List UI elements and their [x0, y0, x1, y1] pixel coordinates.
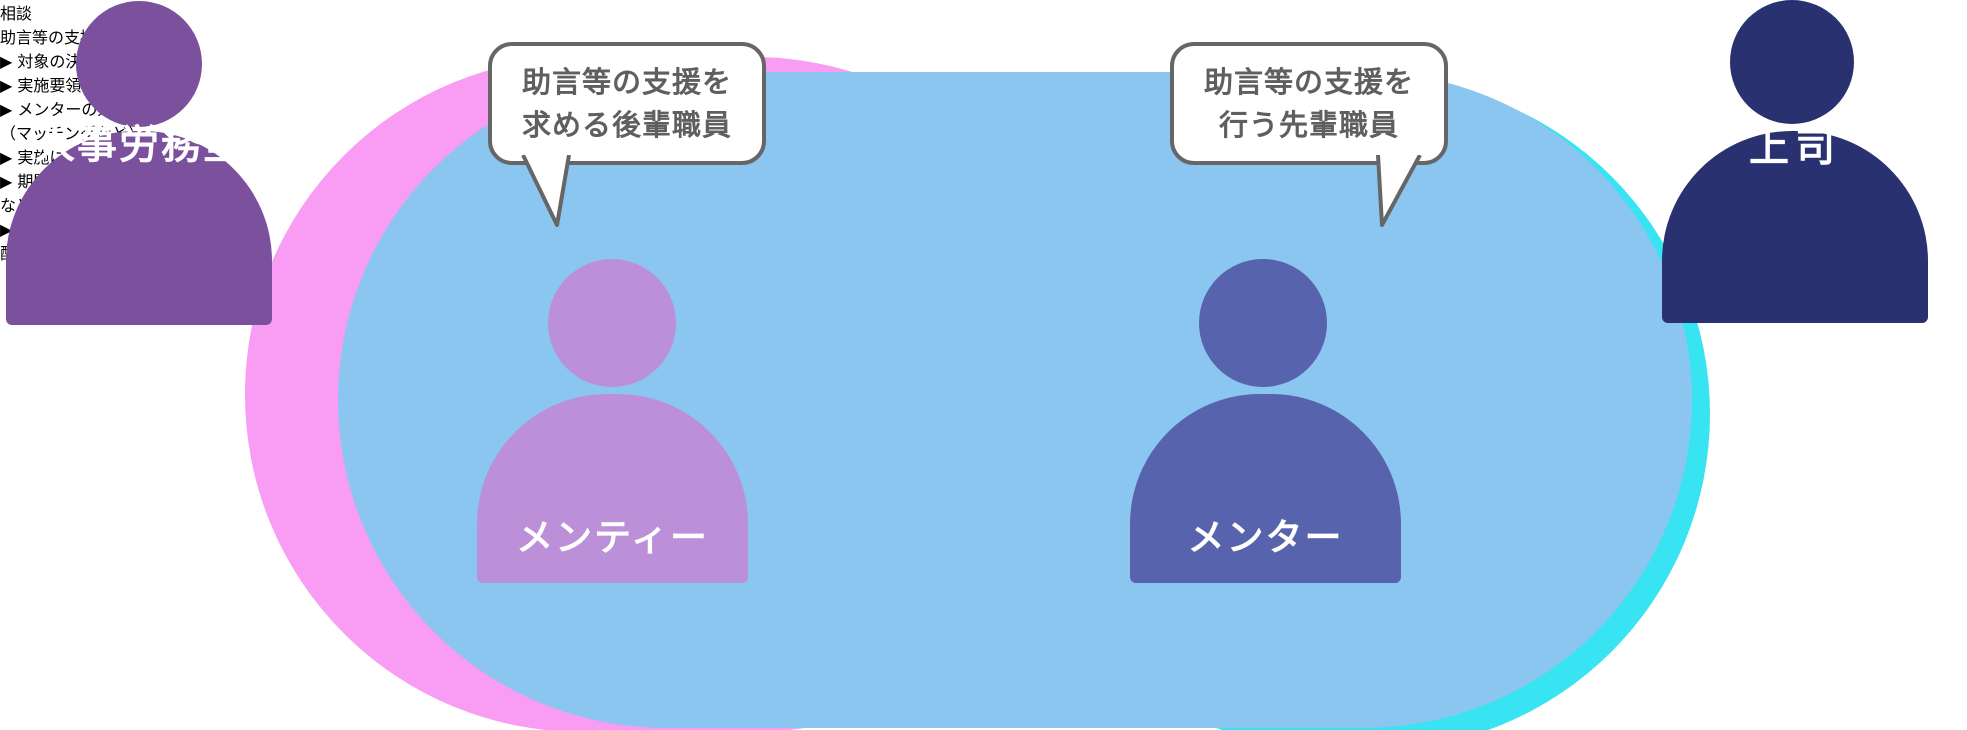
mentee-person-body — [477, 394, 748, 583]
consult-arrow-label: 相談 — [0, 4, 33, 23]
mentor-person-body — [1130, 394, 1401, 583]
hr-person-head — [76, 1, 202, 127]
mentee-person-head — [548, 259, 676, 387]
mentee-speech-bubble: 助言等の支援を 求める後輩職員 — [488, 42, 766, 165]
hr-flow-arrow-body — [60, 353, 400, 447]
hr-person-icon: 人事労務室 — [0, 0, 280, 326]
mentor-bubble-tail-icon — [1376, 155, 1422, 227]
bullet-triangle-icon: ▶ — [0, 100, 13, 119]
supervisor-person-head — [1730, 0, 1854, 124]
hr-flow-arrow — [60, 316, 480, 484]
hr-person-label: 人事労務室 — [35, 122, 245, 168]
support-arrow: 助言等の支援 — [0, 24, 1967, 48]
supervisor-person-label: 上司 — [1749, 125, 1841, 171]
mentee-bubble-line2: 求める後輩職員 — [521, 107, 732, 142]
mentor-bubble-line1: 助言等の支援を — [1203, 64, 1414, 99]
mentee-bubble-line1: 助言等の支援を — [521, 64, 732, 99]
bullet-triangle-icon: ▶ — [0, 172, 13, 191]
mentor-bubble-line2: 行う先輩職員 — [1218, 107, 1399, 142]
bullet-triangle-icon: ▶ — [0, 76, 13, 95]
consult-arrow: 相談 — [0, 0, 1967, 24]
mentee-person-icon: メンティー — [477, 259, 748, 583]
mentee-person-label: メンティー — [516, 516, 709, 559]
mentee-bubble-tail-icon — [521, 155, 571, 227]
mentor-person-head — [1199, 259, 1327, 387]
mentor-person-icon: メンター — [1130, 259, 1401, 583]
supervisor-person-icon: 上司 — [1662, 0, 1928, 324]
hr-person-body — [6, 131, 272, 325]
bullet-triangle-icon: ▶ — [0, 148, 13, 167]
support-arrow-label: 助言等の支援 — [0, 28, 97, 47]
mentor-speech-bubble: 助言等の支援を 行う先輩職員 — [1170, 42, 1448, 165]
bullet-triangle-icon: ▶ — [0, 52, 13, 71]
supervisor-person-body — [1662, 131, 1928, 323]
mentor-person-label: メンター — [1187, 516, 1344, 559]
